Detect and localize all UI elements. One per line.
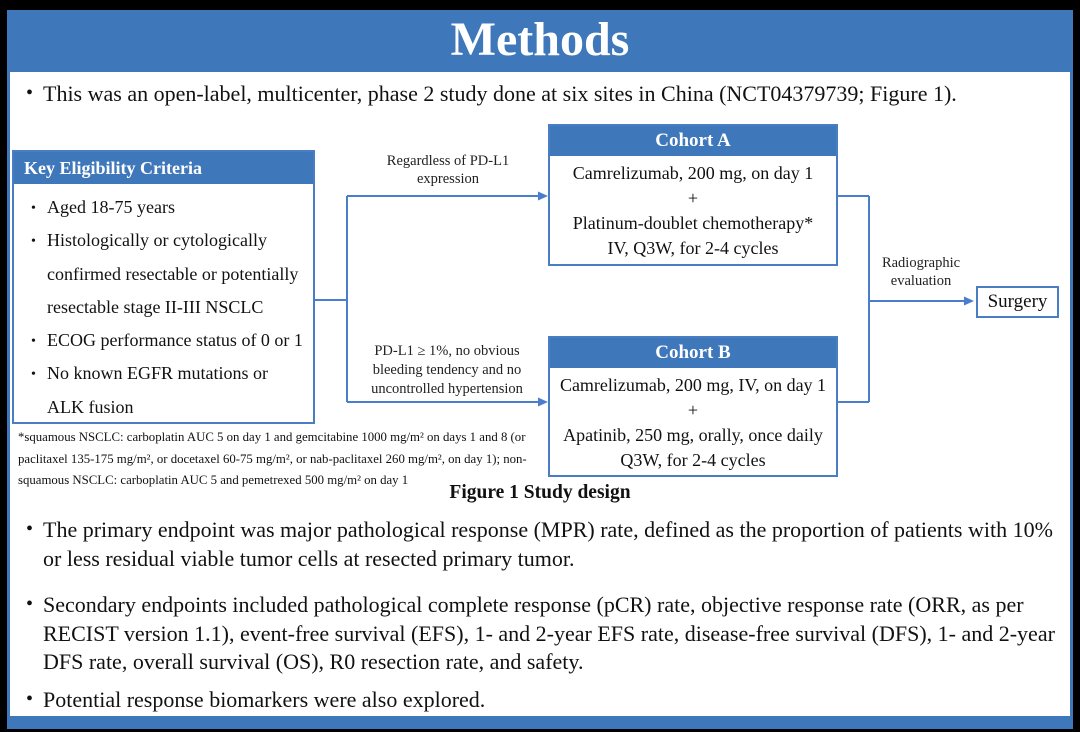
arrowhead-cohort-a (538, 191, 548, 201)
branch-label-pdl1-any: Regardless of PD-L1 expression (386, 153, 510, 187)
intro-bullet: This was an open-label, multicenter, pha… (24, 79, 1047, 109)
eligibility-criteria-list: Aged 18-75 years Histologically or cytol… (14, 184, 313, 424)
figure-caption: Figure 1 Study design (449, 482, 631, 503)
list-item: ECOG performance status of 0 or 1 (30, 324, 311, 359)
cohort-a-body: Camrelizumab, 200 mg, on day 1 + Platinu… (572, 163, 814, 258)
list-item: Histologically or cytologically confirme… (30, 224, 311, 324)
slide-title-bar: Methods (7, 10, 1073, 72)
biomarkers-text: Potential response biomarkers were also … (43, 687, 486, 712)
slide-bottom-bar (7, 716, 1073, 729)
surgery-label: Surgery (987, 291, 1048, 312)
branch-label-pdl1-positive: PD-L1 ≥ 1%, no obvious bleeding tendency… (371, 343, 523, 397)
secondary-endpoints-text: Secondary endpoints included pathologica… (43, 592, 1055, 674)
list-item: Aged 18-75 years (30, 191, 311, 226)
cohort-b-header: Cohort B (550, 338, 836, 368)
intro-bullet-text: This was an open-label, multicenter, pha… (43, 81, 957, 106)
figure-footnote: *squamous NSCLC: carboplatin AUC 5 on da… (18, 430, 527, 487)
radiographic-evaluation-label: Radiographic evaluation (881, 255, 961, 289)
list-item: No known EGFR mutations or ALK fusion (30, 357, 311, 424)
primary-endpoint-bullet: The primary endpoint was major pathologi… (24, 515, 1053, 573)
eligibility-criteria-box: Key Eligibility Criteria Aged 18-75 year… (12, 150, 315, 424)
secondary-endpoints-bullet: Secondary endpoints included pathologica… (24, 590, 1057, 677)
page-title: Methods (450, 13, 630, 66)
eligibility-criteria-header: Key Eligibility Criteria (14, 152, 313, 184)
cohort-b-body: Camrelizumab, 200 mg, IV, on day 1 + Apa… (559, 375, 827, 470)
biomarkers-bullet: Potential response biomarkers were also … (24, 685, 1051, 715)
cohort-a-header: Cohort A (550, 126, 836, 156)
cohort-b-box: Cohort B Camrelizumab, 200 mg, IV, on da… (548, 336, 838, 477)
cohort-a-box: Cohort A Camrelizumab, 200 mg, on day 1 … (548, 124, 838, 266)
primary-endpoint-text: The primary endpoint was major pathologi… (43, 517, 1053, 571)
arrowhead-cohort-b (538, 397, 548, 407)
arrowhead-surgery (964, 296, 974, 306)
surgery-box: Surgery (976, 286, 1059, 318)
